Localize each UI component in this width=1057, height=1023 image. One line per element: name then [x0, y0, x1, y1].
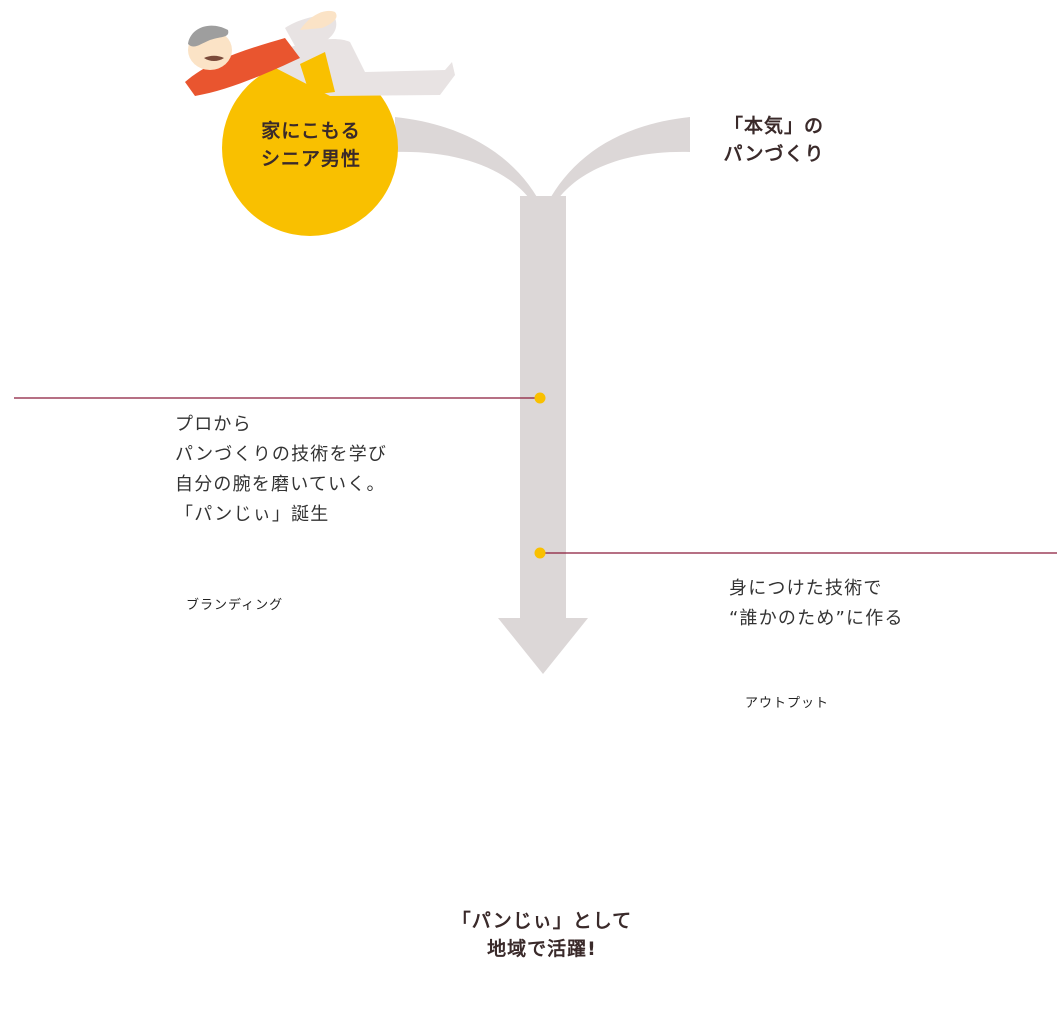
circle-goal-line2: 地域で活躍! — [487, 938, 597, 960]
step2-description: 身につけた技術で “誰かのため”に作る — [729, 574, 904, 634]
step1-description: プロから パンづくりの技術を学び 自分の腕を磨いていく。 「パンじぃ」誕生 — [175, 410, 387, 530]
circle-start-right-text: 「本気」の パンづくり — [680, 112, 868, 168]
lying-man-illustration — [185, 10, 455, 96]
circle-start-right-line2: パンづくり — [723, 143, 825, 165]
circle-start-left — [222, 60, 398, 236]
timeline-node-1 — [534, 392, 546, 404]
circle-goal-text: 「パンじぃ」として 地域で活躍! — [442, 907, 642, 963]
step1-line: パンづくりの技術を学び — [175, 444, 388, 465]
circle-start-right-line1: 「本気」の — [723, 115, 824, 137]
step1-line: 自分の腕を磨いていく。 — [175, 474, 386, 495]
step1-line: プロから — [175, 414, 252, 435]
step1-line: 「パンじぃ」誕生 — [175, 504, 330, 525]
step2-tag: アウトプット — [745, 696, 830, 711]
step2-line: 身につけた技術で — [729, 578, 883, 599]
circle-goal-line1: 「パンじぃ」として — [451, 910, 633, 932]
circle-start-left-line1: 家にこもる — [261, 120, 361, 142]
circle-start-left-line2: シニア男性 — [260, 148, 361, 170]
step2-line: “誰かのため”に作る — [729, 608, 904, 629]
timeline-node-2 — [534, 547, 546, 559]
circle-start-left-text: 家にこもる シニア男性 — [226, 117, 396, 173]
step1-tag: ブランディング — [186, 598, 284, 613]
timeline-lines — [14, 392, 1057, 559]
